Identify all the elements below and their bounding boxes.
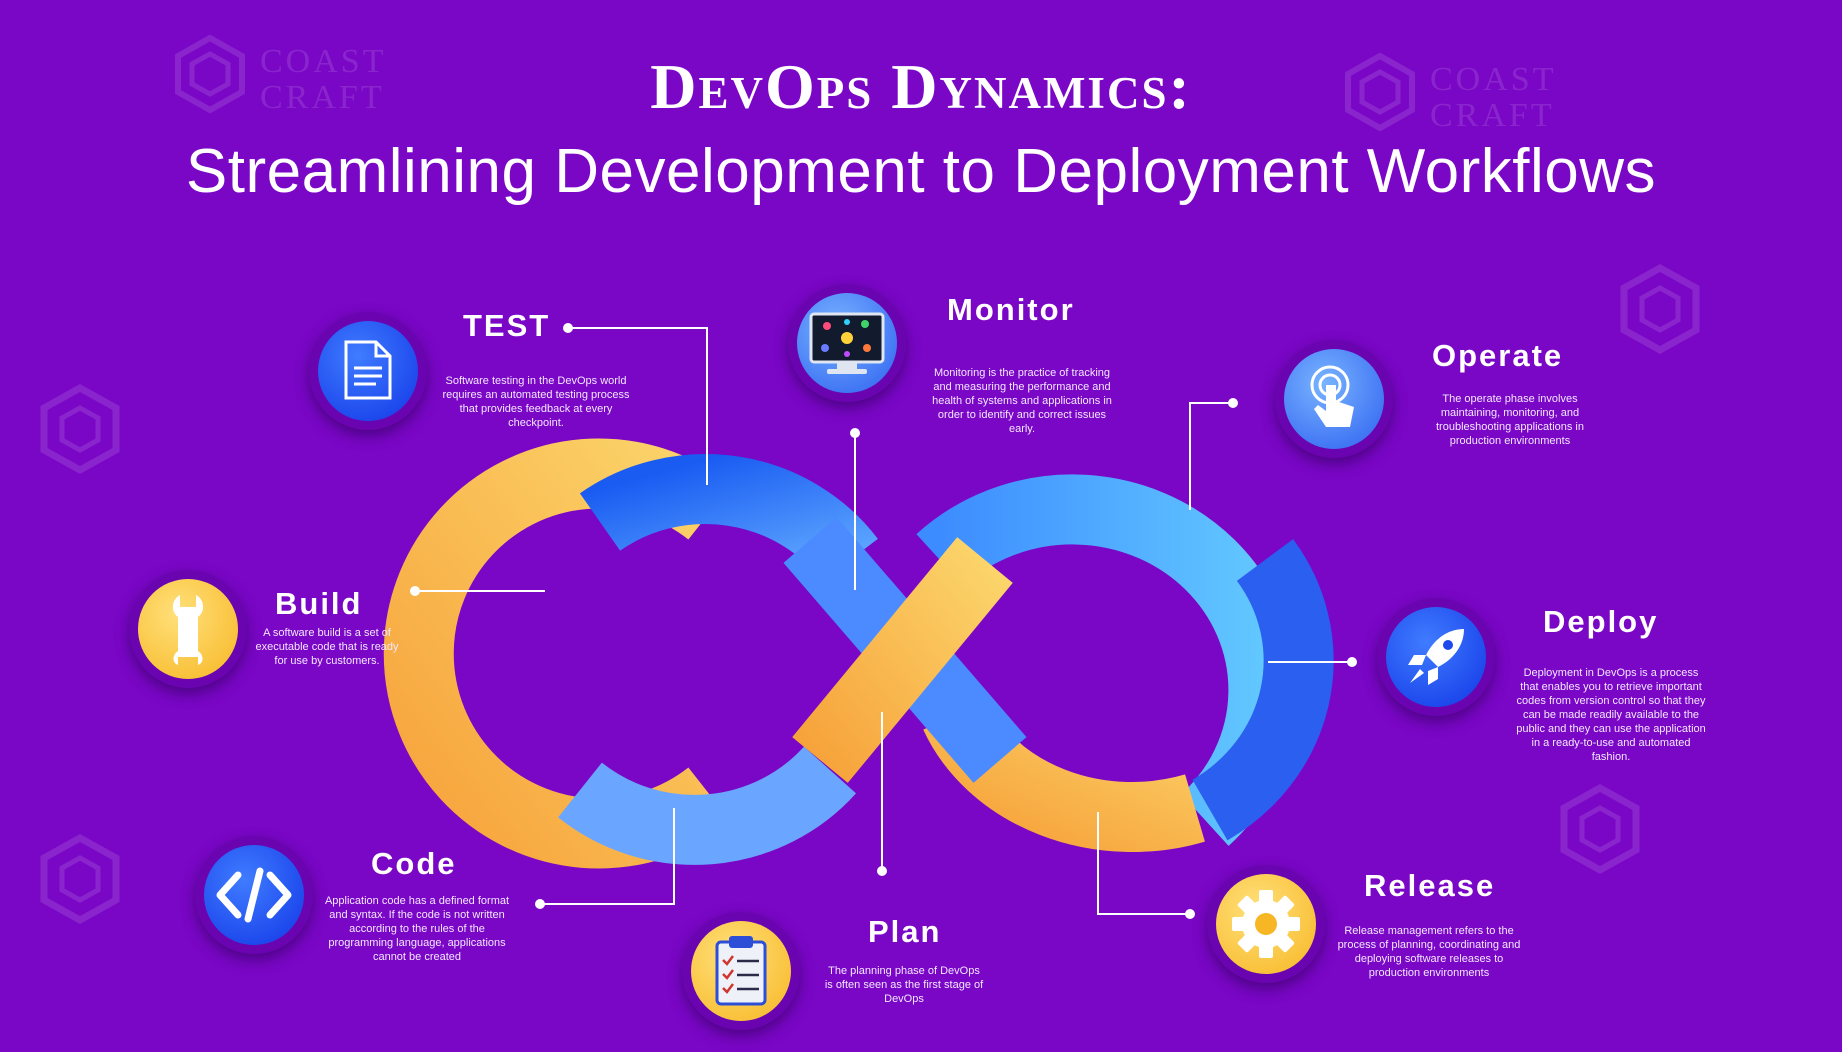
build-description: A software build is a set of executable … — [255, 627, 399, 667]
monitor-description: Monitoring is the practice of tracking a… — [932, 367, 1112, 435]
wrench-icon — [172, 595, 204, 665]
left-loop-blue-bottom — [558, 746, 857, 865]
test-stage-icon — [309, 312, 427, 430]
touch-hand-icon — [1310, 365, 1354, 427]
code-description: Application code has a defined format an… — [324, 895, 510, 963]
code-stage-icon — [195, 836, 313, 954]
watermark-logo — [1620, 263, 1700, 355]
cross-orange — [792, 537, 1013, 783]
deploy-label: Deploy — [1543, 604, 1659, 639]
code-label: Code — [371, 846, 457, 881]
watermark-logo — [40, 383, 120, 475]
build-label: Build — [275, 586, 363, 621]
svg-text:CRAFT: CRAFT — [260, 79, 385, 116]
plan-label: Plan — [868, 914, 942, 949]
plan-description: The planning phase of DevOps is often se… — [824, 965, 984, 1005]
operate-label: Operate — [1432, 338, 1564, 373]
watermark-logo — [40, 833, 120, 925]
document-icon — [344, 340, 392, 400]
svg-text:COAST: COAST — [260, 43, 386, 80]
rocket-icon — [1408, 629, 1464, 685]
page-subtitle: Streamlining Development to Deployment W… — [185, 137, 1657, 206]
svg-text:CRAFT: CRAFT — [1430, 97, 1555, 134]
release-label: Release — [1364, 868, 1496, 903]
deploy-stage-icon — [1377, 598, 1495, 716]
plan-stage-icon — [682, 912, 800, 1030]
test-description: Software testing in the DevOps world req… — [442, 375, 630, 429]
connectors — [410, 323, 1357, 919]
connector-operate — [1189, 402, 1233, 510]
monitor-label: Monitor — [947, 292, 1075, 327]
test-label: TEST — [463, 308, 551, 343]
watermark-logo — [1560, 783, 1640, 875]
monitor-stage-icon — [788, 284, 906, 402]
release-description: Release management refers to the process… — [1337, 925, 1521, 979]
connector-release — [1097, 812, 1190, 915]
connector-test — [568, 327, 708, 485]
clipboard-checklist-icon — [715, 936, 767, 1006]
monitor-screen-icon — [809, 312, 885, 374]
svg-text:COAST: COAST — [1430, 61, 1556, 98]
watermark-logo: COAST CRAFT — [1345, 52, 1556, 134]
build-stage-icon — [129, 570, 247, 688]
right-loop-blue — [1191, 539, 1334, 841]
watermark-logo: COAST CRAFT — [175, 34, 386, 116]
deploy-description: Deployment in DevOps is a process that e… — [1516, 667, 1706, 763]
gear-icon — [1232, 890, 1300, 958]
code-brackets-icon — [216, 867, 292, 923]
connector-code — [540, 808, 675, 905]
page-title: DevOps Dynamics: — [650, 51, 1192, 122]
operate-description: The operate phase involves maintaining, … — [1436, 393, 1584, 447]
release-stage-icon — [1207, 865, 1325, 983]
operate-stage-icon — [1275, 340, 1393, 458]
